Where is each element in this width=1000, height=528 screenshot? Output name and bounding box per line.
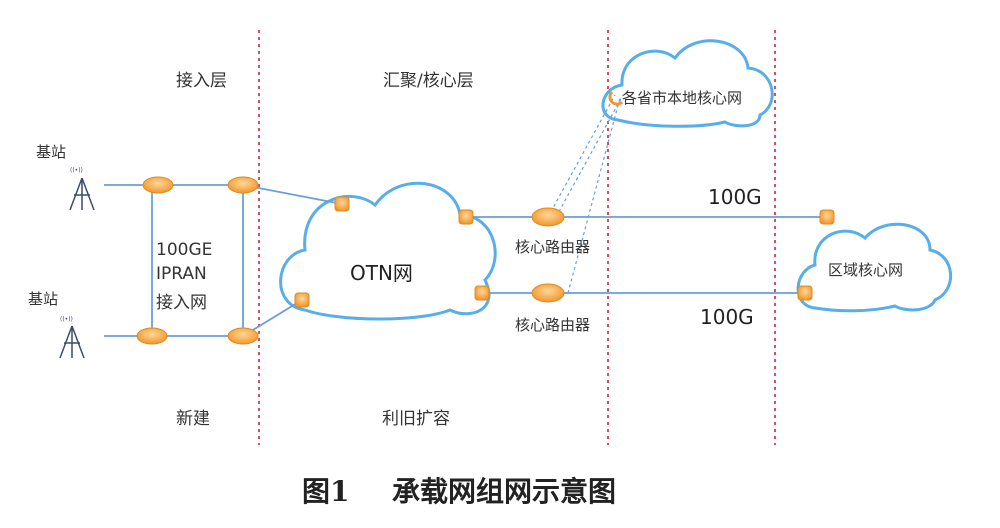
link-100g-bottom-label: 100G	[700, 305, 754, 329]
regional-node-top	[819, 209, 835, 225]
router-access-bottom-left	[136, 327, 168, 345]
svg-text:((•)): ((•))	[60, 316, 73, 323]
access-net-line2: IPRAN	[156, 264, 207, 284]
dash-link-1	[547, 94, 616, 218]
layer-access-label: 接入层	[176, 71, 227, 91]
router-access-top-right	[227, 176, 259, 194]
core-router-bottom-label: 核心路由器	[515, 316, 591, 334]
base-station-bottom-label: 基站	[28, 290, 59, 308]
layer-aggregation-core-label: 汇聚/核心层	[383, 71, 474, 91]
access-net-line3: 接入网	[156, 293, 207, 313]
core-router-top-label: 核心路由器	[515, 238, 591, 256]
base-station-bottom-icon: ((•))	[59, 316, 85, 359]
base-station-top-label: 基站	[36, 143, 67, 161]
access-net-line1: 100GE	[156, 240, 213, 260]
figure-title: 承载网组网示意图	[392, 475, 617, 508]
otn-cloud	[279, 181, 497, 321]
router-access-top-left	[142, 176, 174, 194]
zone-dividers	[258, 30, 776, 445]
provincial-core-cloud	[601, 39, 774, 128]
edge-nodes	[294, 196, 835, 308]
dash-link-3	[567, 97, 621, 294]
figure-number: 图1	[302, 475, 350, 508]
provincial-core-label: 各省市本地核心网	[622, 89, 743, 107]
reuse-expand-label: 利旧扩容	[382, 409, 450, 429]
otn-node-bottom-left	[294, 292, 310, 308]
otn-label: OTN网	[350, 261, 413, 285]
router-nodes	[136, 176, 565, 345]
router-access-bottom-right	[227, 327, 259, 345]
dashed-links	[547, 94, 624, 294]
link-100g-top-label: 100G	[708, 185, 762, 209]
otn-node-bottom-right	[474, 285, 490, 301]
provincial-node-icon	[608, 90, 624, 106]
otn-node-top-right	[458, 209, 474, 225]
otn-node-top-left	[334, 196, 350, 212]
regional-core-label: 区域核心网	[828, 261, 904, 279]
regional-node-bottom	[797, 285, 813, 301]
regional-core-cloud	[796, 222, 952, 313]
dash-link-2	[555, 94, 624, 218]
svg-text:((•)): ((•))	[70, 167, 83, 174]
router-core-top	[531, 207, 565, 227]
link-otn-top	[242, 184, 343, 205]
base-station-top-icon: ((•))	[69, 167, 95, 211]
router-core-bottom	[531, 283, 565, 303]
new-build-label: 新建	[176, 409, 210, 429]
